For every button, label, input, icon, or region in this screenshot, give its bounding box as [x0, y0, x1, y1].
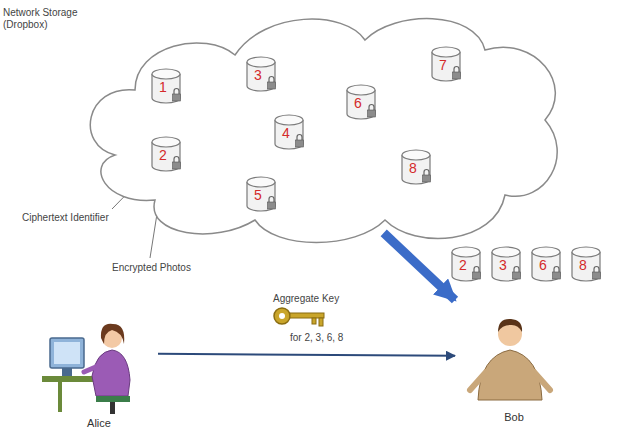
ciphertext-number: 7	[432, 57, 454, 73]
lock-body	[296, 140, 304, 147]
cylinder-top	[432, 47, 460, 57]
cylinder-top	[402, 150, 430, 160]
lock-body	[473, 272, 481, 279]
key-scope-label: for 2, 3, 6, 8	[290, 332, 343, 344]
ciphertext-number: 6	[532, 257, 554, 273]
lock-shackle	[454, 67, 459, 73]
share-arrow	[158, 354, 455, 356]
cloud-outline	[75, 5, 565, 250]
storage-cylinder: 6	[530, 245, 562, 283]
ciphertext-number: 4	[275, 125, 297, 141]
cylinder-top	[572, 247, 600, 257]
lock-body	[553, 272, 561, 279]
cylinder-top	[247, 177, 275, 187]
cylinder-top	[247, 57, 275, 67]
lock-body	[368, 110, 376, 117]
lock-shackle	[174, 89, 179, 95]
lock-body	[453, 72, 461, 79]
ciphertext-label: Ciphertext Identifier	[22, 212, 109, 224]
storage-cylinder: 3	[490, 245, 522, 283]
cylinder-top	[275, 115, 303, 125]
cylinder-top	[152, 137, 180, 147]
lock-shackle	[514, 267, 519, 273]
storage-cylinder: 1	[150, 67, 182, 105]
ciphertext-number: 3	[247, 67, 269, 83]
lock-body	[423, 175, 431, 182]
lock-shackle	[594, 267, 599, 273]
lock-shackle	[269, 77, 274, 83]
cylinder-top	[452, 247, 480, 257]
bob-figure	[470, 319, 550, 400]
ciphertext-number: 2	[452, 257, 474, 273]
cylinder-top	[492, 247, 520, 257]
ciphertext-number: 2	[152, 147, 174, 163]
storage-cylinder: 8	[570, 245, 602, 283]
cloud-shape	[90, 19, 557, 243]
region-title: Network Storage (Dropbox)	[3, 7, 89, 31]
alice-figure	[42, 324, 130, 414]
lock-body	[173, 162, 181, 169]
lock-shackle	[554, 267, 559, 273]
lock-shackle	[424, 170, 429, 176]
download-arrow	[384, 233, 455, 300]
person-name: Bob	[455, 411, 573, 424]
edge-label: Aggregate Key	[273, 293, 339, 305]
storage-cylinder: 2	[150, 135, 182, 173]
ciphertext-number: 5	[247, 187, 269, 203]
ciphertext-number: 3	[492, 257, 514, 273]
cylinder-top	[532, 247, 560, 257]
cloud-region: Network Storage (Dropbox)12345678	[75, 5, 565, 250]
key-icon	[274, 308, 324, 326]
lock-body	[593, 272, 601, 279]
cylinder-top	[152, 69, 180, 79]
lock-shackle	[269, 197, 274, 203]
ciphertext-number: 8	[402, 160, 424, 176]
storage-cylinder: 3	[245, 55, 277, 93]
storage-cylinder: 5	[245, 175, 277, 213]
lock-body	[173, 94, 181, 101]
storage-cylinder: 8	[400, 148, 432, 186]
storage-cylinder: 6	[345, 83, 377, 121]
lock-body	[268, 82, 276, 89]
storage-cylinder: 4	[273, 113, 305, 151]
person-name: Alice	[40, 417, 158, 430]
lock-shackle	[297, 135, 302, 141]
ciphertext-number: 6	[347, 95, 369, 111]
lock-shackle	[474, 267, 479, 273]
lock-body	[268, 202, 276, 209]
ciphertext-number: 8	[572, 257, 594, 273]
person-node: Alice	[40, 318, 158, 430]
ciphertext-number: 1	[152, 79, 174, 95]
photos-label: Encrypted Photos	[112, 262, 191, 274]
lock-shackle	[369, 105, 374, 111]
lock-shackle	[174, 157, 179, 163]
storage-cylinder: 2	[450, 245, 482, 283]
lock-body	[513, 272, 521, 279]
person-node: Bob	[455, 300, 573, 424]
cylinder-top	[347, 85, 375, 95]
storage-cylinder: 7	[430, 45, 462, 83]
